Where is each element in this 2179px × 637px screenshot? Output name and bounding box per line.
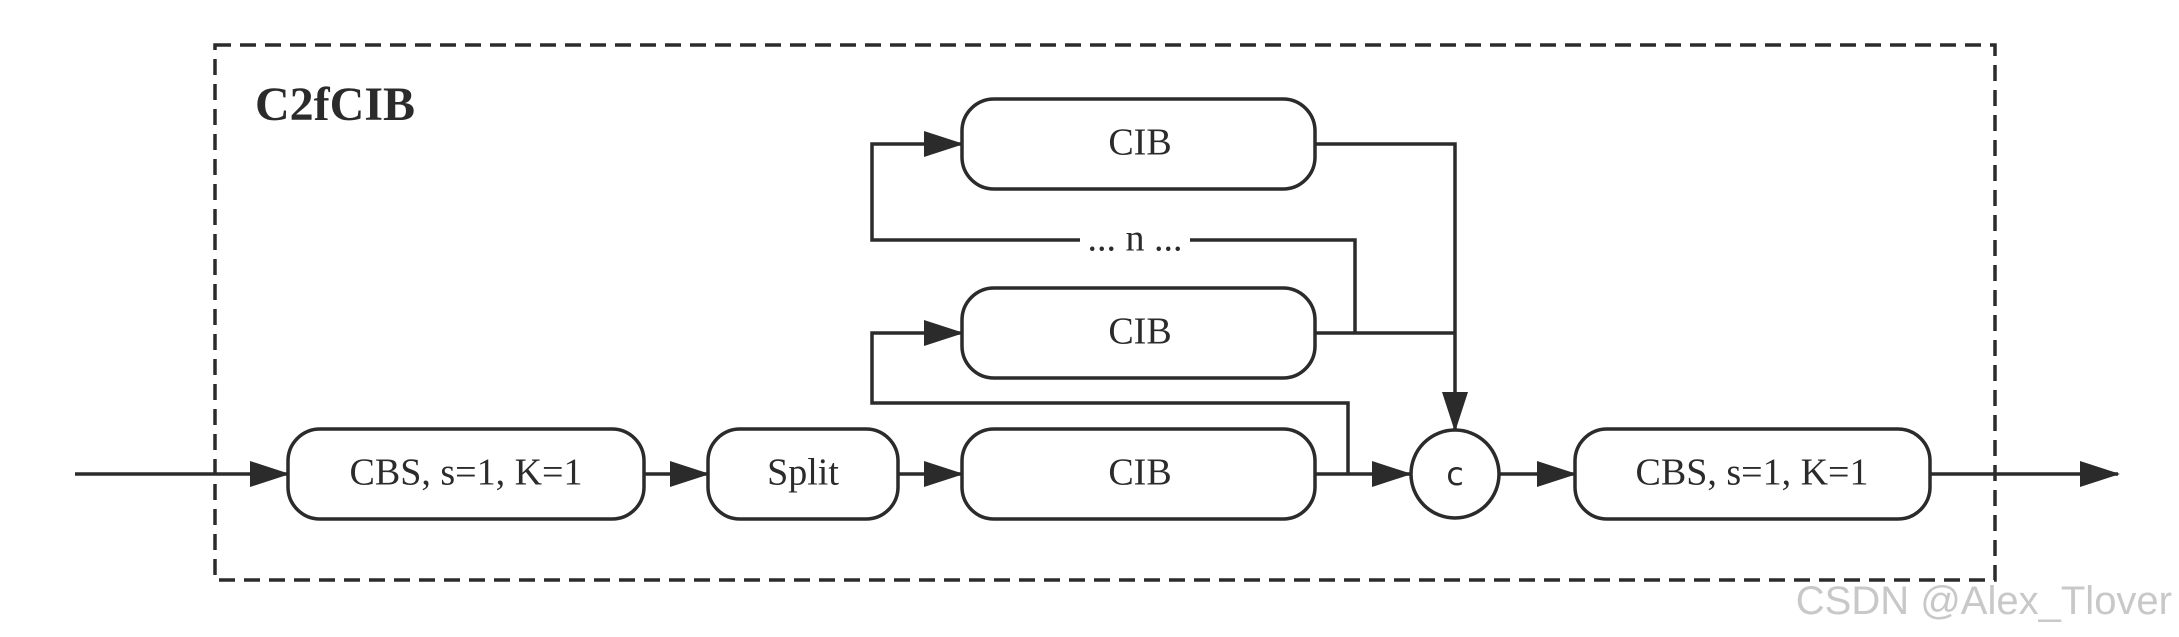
arrow-cib-top-concat <box>1315 142 1468 432</box>
node-cib-bottom: CIB <box>960 427 1317 521</box>
node-cib-bottom-label: CIB <box>1108 452 1171 494</box>
node-cib-top: CIB <box>960 97 1317 191</box>
node-cbs-in-label: CBS, s=1, K=1 <box>350 452 583 494</box>
watermark: CSDN @Alex_Tlover <box>1796 579 2172 623</box>
connectors <box>75 131 2120 487</box>
node-cbs-in: CBS, s=1, K=1 <box>286 427 646 521</box>
repeat-label: ... n ... <box>1088 218 1183 260</box>
node-cib-top-label: CIB <box>1108 122 1171 164</box>
node-cbs-out-label: CBS, s=1, K=1 <box>1636 452 1869 494</box>
node-cbs-out: CBS, s=1, K=1 <box>1573 427 1932 521</box>
node-cib-middle-label: CIB <box>1108 311 1171 353</box>
arrow-loop-to-cib-top <box>870 131 1080 242</box>
node-split-label: Split <box>767 452 839 494</box>
arrow-loop-to-cib-middle <box>870 320 1350 474</box>
node-concat: c <box>1409 428 1501 520</box>
node-concat-label: c <box>1446 455 1464 493</box>
module-frame <box>213 43 1997 582</box>
wire-loop-right <box>1190 238 1357 333</box>
node-split: Split <box>706 427 900 521</box>
node-cib-middle: CIB <box>960 286 1317 380</box>
module-title: C2fCIB <box>255 78 415 131</box>
